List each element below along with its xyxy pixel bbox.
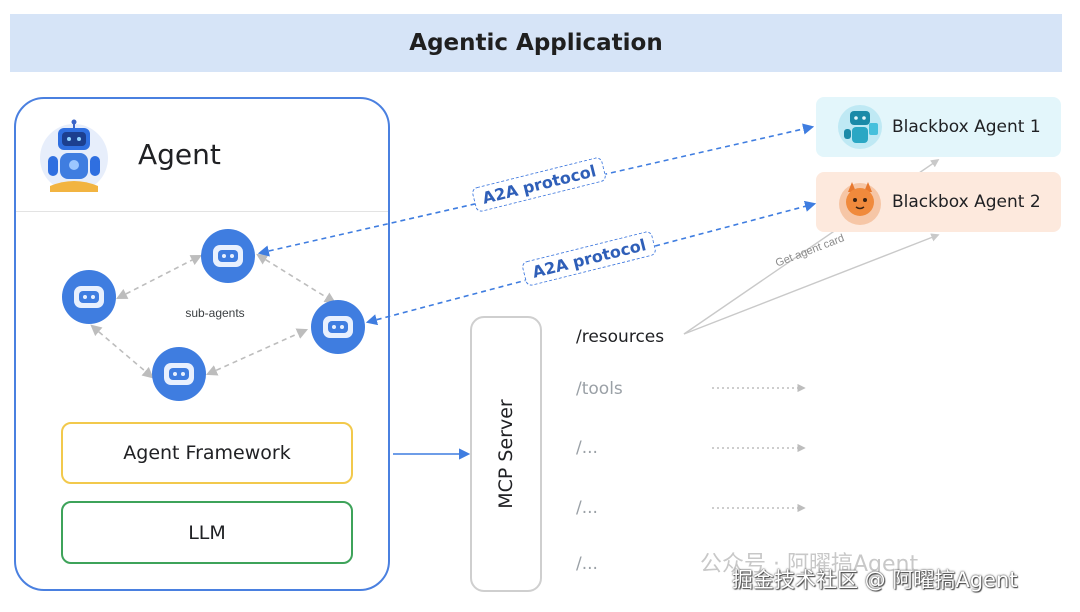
robot-agent-icon	[40, 119, 108, 192]
llm-box: LLM	[61, 501, 353, 564]
blackbox-robot-icon	[838, 105, 882, 149]
subagent-links	[90, 253, 336, 379]
subagents-label: sub-agents	[185, 306, 245, 320]
header-banner: Agentic Application	[10, 14, 1062, 72]
blackbox-agent-2: Blackbox Agent 2	[816, 172, 1061, 232]
resource-item: /...	[576, 498, 598, 518]
subagent-icon	[152, 347, 206, 401]
blackbox-agent-1-label: Blackbox Agent 1	[892, 117, 1041, 137]
subagent-icon	[62, 270, 116, 324]
blackbox-cat-icon	[839, 182, 881, 225]
resource-item: /resources	[576, 327, 665, 347]
agent-title: Agent	[138, 138, 221, 171]
resource-dotted-arrows	[712, 383, 806, 513]
agent-framework-box: Agent Framework	[61, 422, 353, 484]
a2a-links	[257, 123, 817, 326]
resource-item: /...	[576, 554, 598, 574]
subagent-icon	[201, 229, 255, 283]
resource-item: /tools	[576, 379, 623, 399]
blackbox-agent-2-label: Blackbox Agent 2	[892, 192, 1041, 212]
agent-divider	[16, 211, 388, 212]
subagent-icon	[311, 300, 365, 354]
mcp-server-box	[470, 316, 542, 592]
watermark-line-1: 公众号 · 阿曜搞Agent	[700, 552, 919, 577]
resource-item: /...	[576, 438, 598, 458]
page-title: Agentic Application	[409, 30, 663, 56]
mcp-server-label: MCP Server	[495, 399, 517, 509]
watermark-line-2: 掘金技术社区 @ 阿曜搞Agent	[732, 568, 1018, 592]
blackbox-agent-1: Blackbox Agent 1	[816, 97, 1061, 157]
